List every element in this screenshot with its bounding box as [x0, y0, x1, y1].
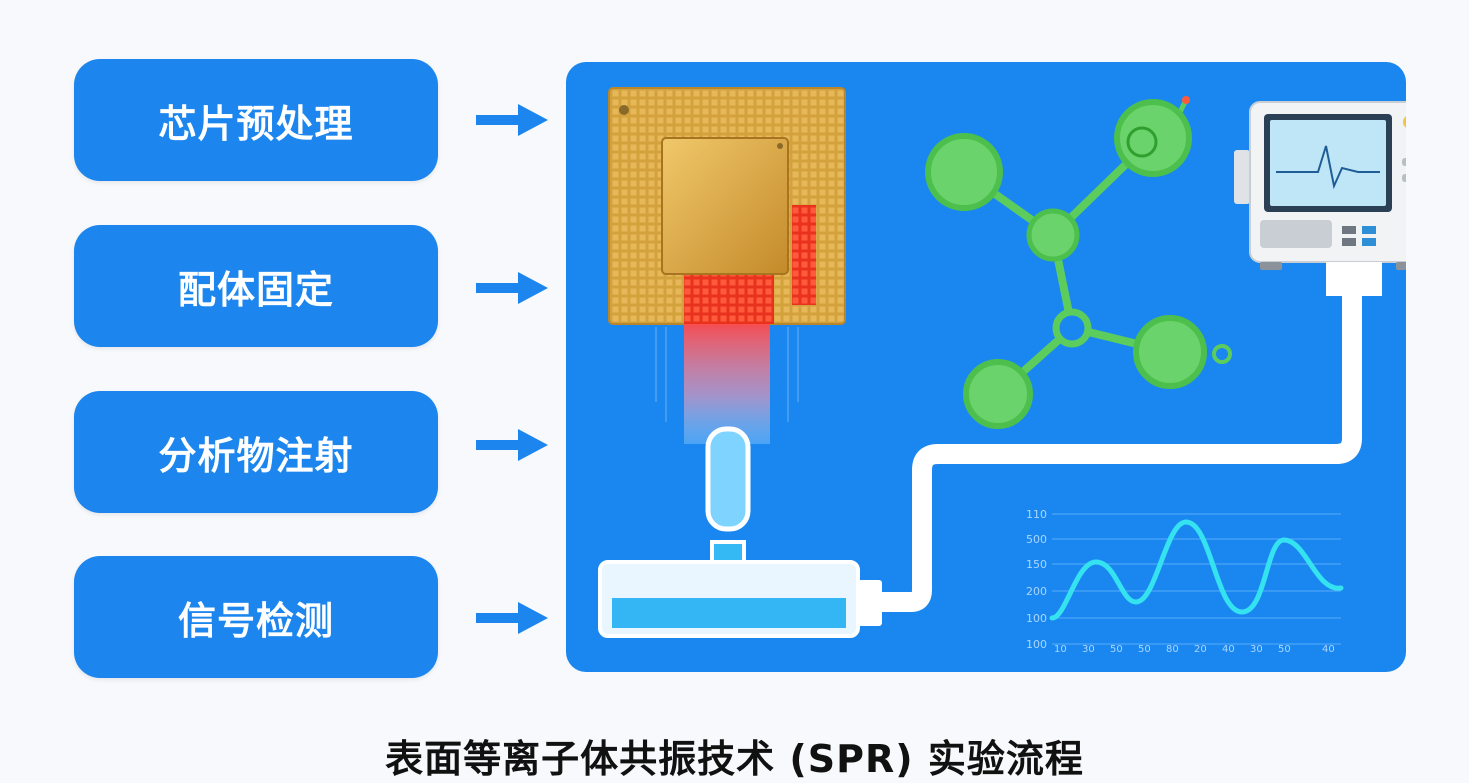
step-analyte-injection: 分析物注射: [74, 391, 438, 513]
molecule-network-icon: [925, 96, 1232, 429]
x-tick-label: 50: [1138, 644, 1151, 655]
x-tick-label: 10: [1054, 644, 1067, 655]
diagram-caption: 表面等离子体共振技术 (SPR) 实验流程: [385, 737, 1084, 781]
flow-cell-icon: [598, 426, 882, 638]
y-tick-label: 110: [1026, 508, 1047, 521]
step-ligand-immobilization: 配体固定: [74, 225, 438, 347]
x-tick-label: 40: [1322, 644, 1335, 655]
y-tick-label: 100: [1026, 638, 1047, 651]
x-tick-label: 20: [1194, 644, 1207, 655]
x-tick-label: 50: [1278, 644, 1291, 655]
sensor-chip-icon: [608, 87, 846, 325]
step-chip-pretreatment: 芯片预处理: [74, 59, 438, 181]
arrow-right-icon: [476, 602, 548, 634]
y-tick-label: 200: [1026, 585, 1047, 598]
signal-wave-icon: 110 500 150 200 100 100 10 30 50 50 80 2…: [1026, 508, 1344, 655]
step-signal-detection: 信号检测: [74, 556, 438, 678]
spr-illustration-panel: 110 500 150 200 100 100 10 30 50 50 80 2…: [566, 62, 1406, 672]
x-tick-label: 50: [1110, 644, 1123, 655]
arrow-right-icon: [476, 104, 548, 136]
laser-beam-icon: [655, 324, 799, 444]
spr-instrument-icon: [1234, 101, 1406, 296]
x-tick-label: 80: [1166, 644, 1179, 655]
x-tick-label: 30: [1250, 644, 1263, 655]
x-tick-label: 30: [1082, 644, 1095, 655]
y-tick-label: 100: [1026, 612, 1047, 625]
x-tick-label: 40: [1222, 644, 1235, 655]
arrow-right-icon: [476, 272, 548, 304]
y-tick-label: 150: [1026, 558, 1047, 571]
y-tick-label: 500: [1026, 533, 1047, 546]
arrow-right-icon: [476, 429, 548, 461]
